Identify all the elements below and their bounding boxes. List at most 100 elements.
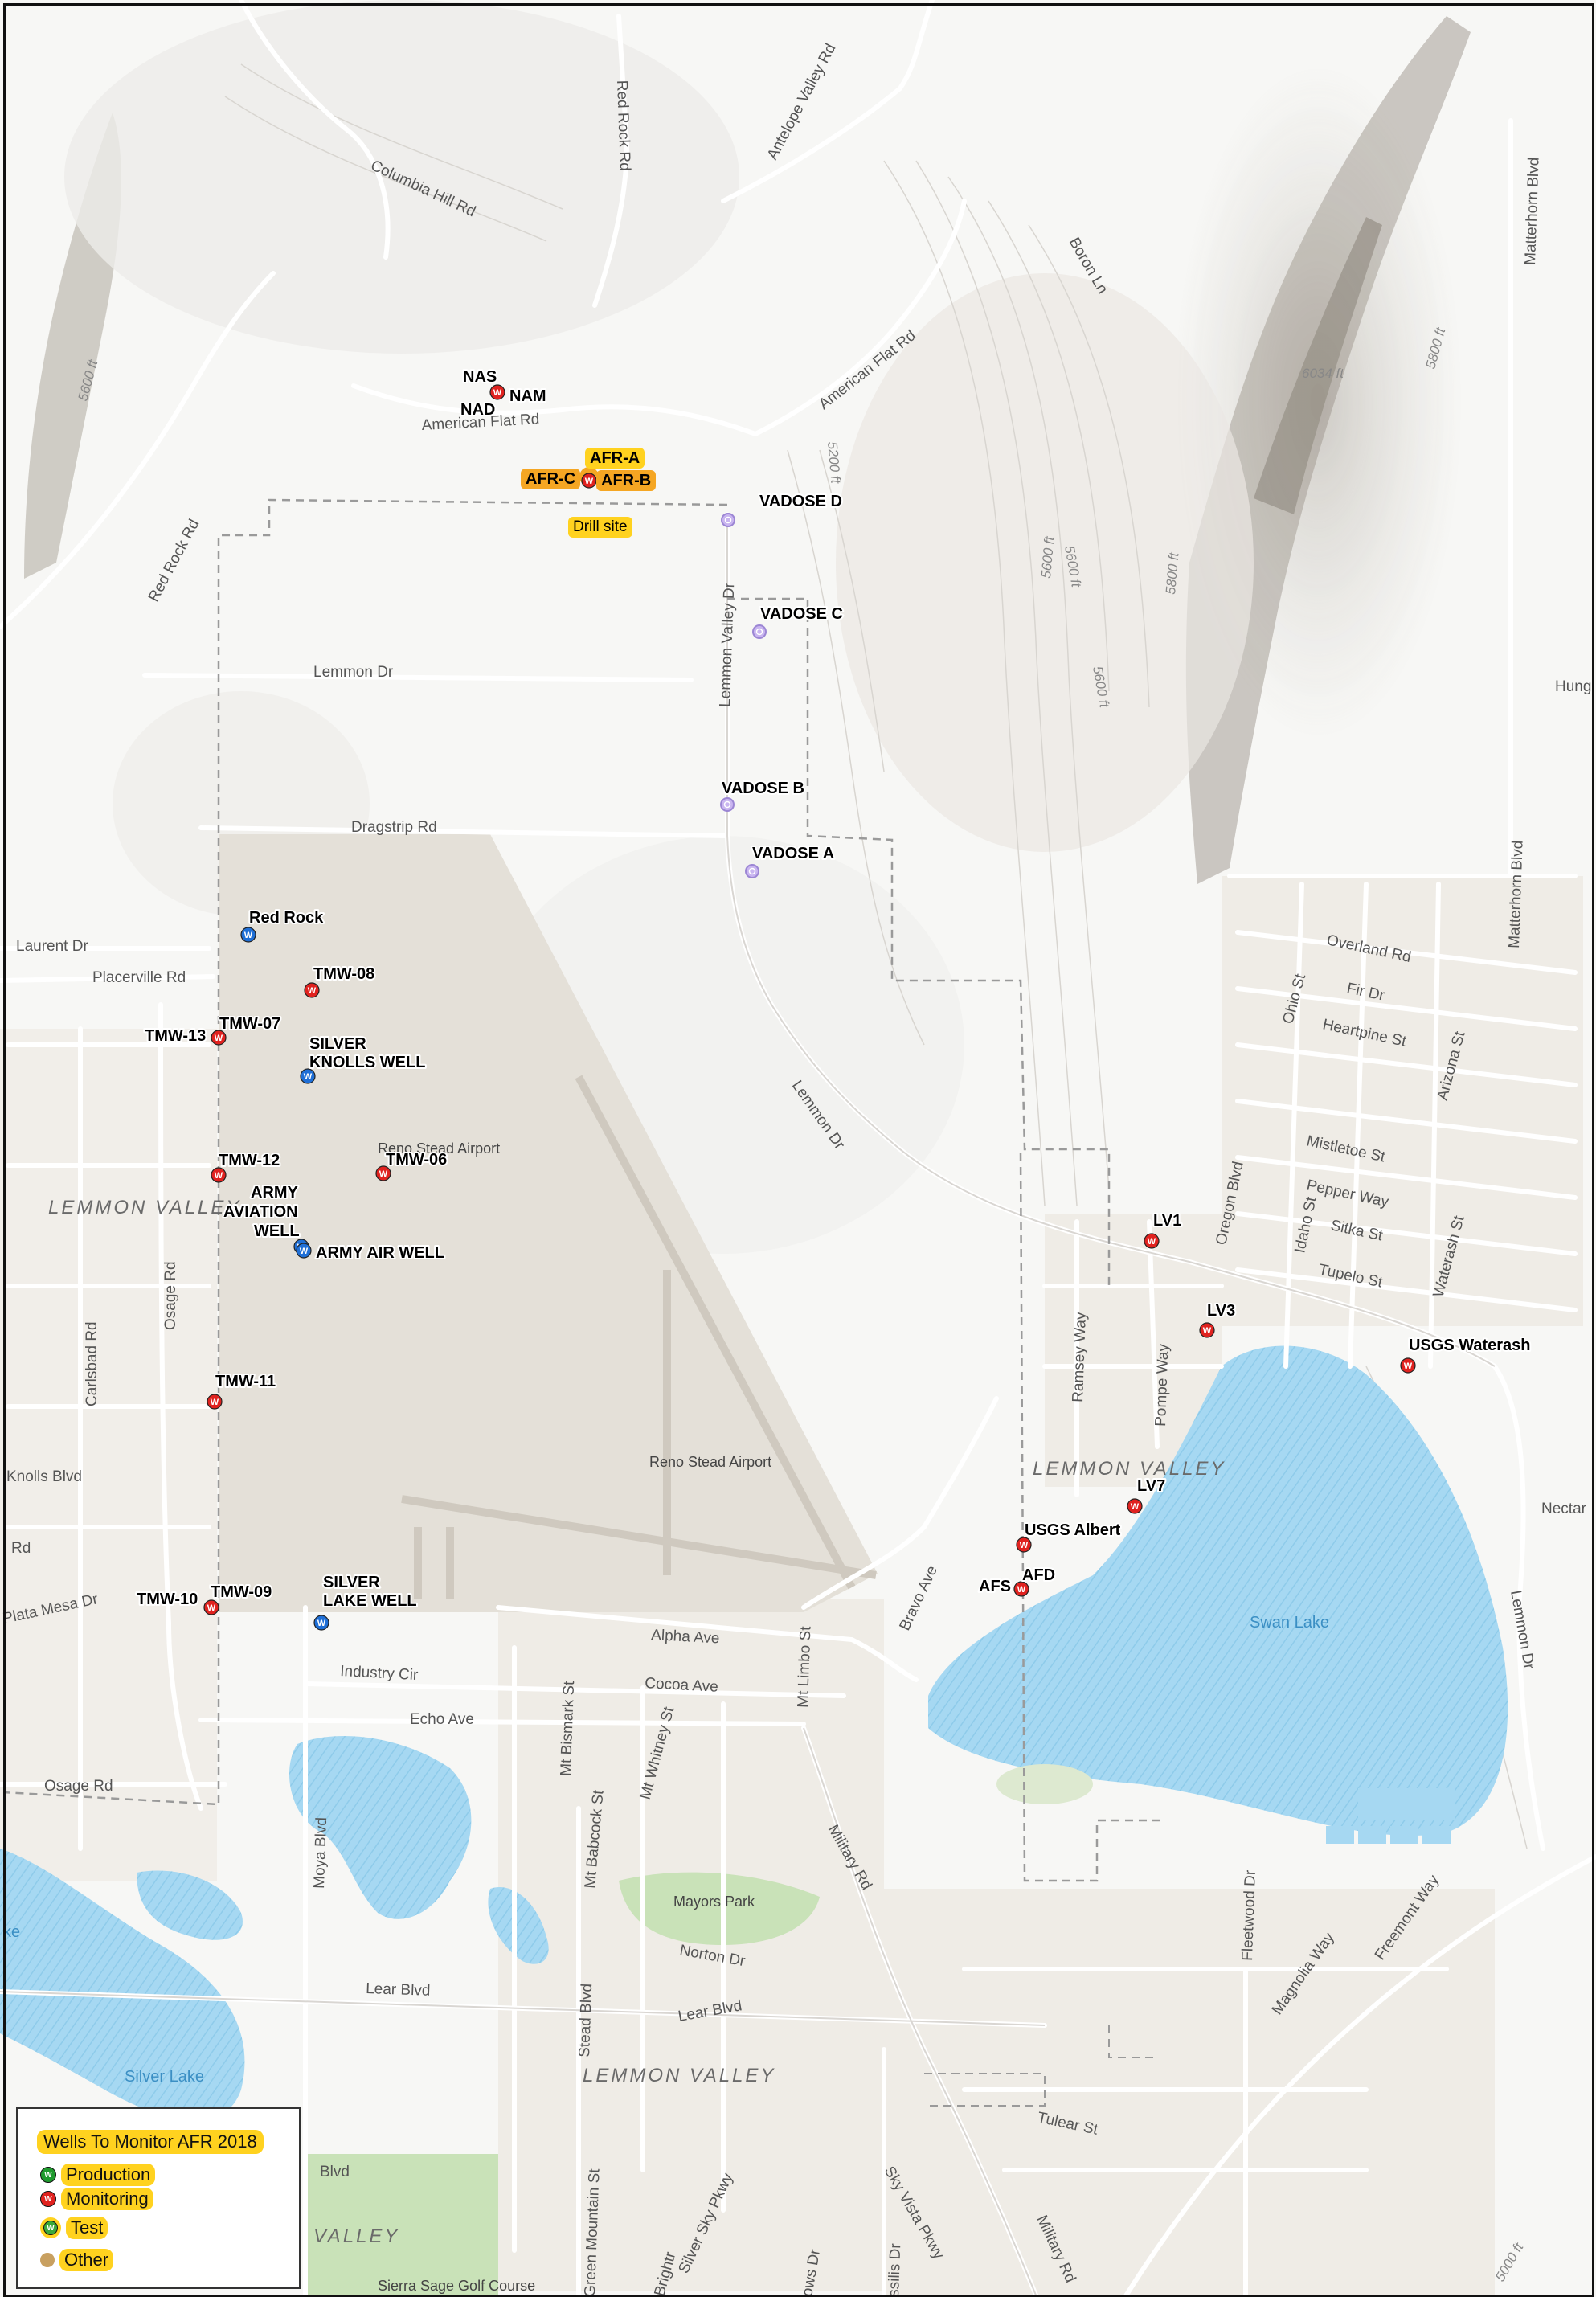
street-label: Osage Rd <box>44 1778 113 1795</box>
major-roads <box>0 514 1496 2297</box>
poi-label-golf: Sierra Sage Golf Course <box>378 2278 535 2294</box>
poi-label-park: Mayors Park <box>673 1894 755 1910</box>
test-well-icon: W <box>40 2217 61 2238</box>
street-label: Alpha Ave <box>651 1627 720 1647</box>
street-label: Mt Bismark St <box>558 1681 578 1777</box>
monitoring-well-icon[interactable]: W <box>1400 1357 1416 1374</box>
street-label: Echo Ave <box>410 1711 474 1728</box>
svg-text:W: W <box>308 986 317 996</box>
well-label-army-3: WELL <box>254 1222 300 1240</box>
airport-area <box>219 834 878 1612</box>
drill-site-label: Drill site <box>568 517 632 538</box>
water-label-edge: ke <box>3 1923 20 1941</box>
well-label-tmw-09: TMW-09 <box>211 1583 272 1601</box>
svg-text:W: W <box>379 1169 388 1179</box>
svg-text:W: W <box>207 1603 216 1613</box>
legend-item-other: Other <box>40 2249 114 2271</box>
svg-text:W: W <box>211 1398 219 1407</box>
street-label: Lear Blvd <box>366 1980 431 2000</box>
monitoring-well-icon[interactable]: W <box>579 467 599 489</box>
legend-item-monitoring: W Monitoring <box>40 2188 153 2210</box>
map-legend: Wells To Monitor AFR 2018 W Production W… <box>16 2107 301 2289</box>
legend-label: Monitoring <box>61 2188 153 2210</box>
monitoring-well-icon[interactable]: W <box>489 384 505 400</box>
production-well-icon: W <box>40 2167 56 2183</box>
well-label-afs: AFS <box>979 1578 1011 1595</box>
other-well-icon[interactable] <box>745 864 759 878</box>
well-label-afr-b: AFR-B <box>596 470 657 491</box>
production-well-icon[interactable]: W <box>313 1615 329 1631</box>
street-label: Matterhorn Blvd <box>1506 840 1527 948</box>
swan-lake <box>928 1345 1508 1836</box>
svg-text:W: W <box>1148 1237 1156 1247</box>
pond-b <box>137 1870 243 1940</box>
well-label-vadose-d: VADOSE D <box>759 493 842 510</box>
production-well-icon[interactable]: W <box>240 927 256 943</box>
well-label-vadose-c: VADOSE C <box>760 605 843 623</box>
street-label: Placerville Rd <box>92 969 186 986</box>
street-label: Carlsbad Rd <box>84 1321 100 1406</box>
other-well-icon[interactable] <box>752 624 767 639</box>
street-label: Industry Cir <box>340 1663 419 1684</box>
well-label-vadose-a: VADOSE A <box>752 845 834 862</box>
area-label: LEMMON VALLEY <box>583 2065 775 2086</box>
well-label-afr-c: AFR-C <box>521 469 581 489</box>
production-well-icon[interactable]: W <box>296 1243 312 1259</box>
area-label: LEMMON VALLEY <box>48 1197 241 1218</box>
street-label: Moya Blvd <box>311 1817 330 1889</box>
poi-label-airport: Reno Stead Airport <box>378 1140 500 1157</box>
svg-text:W: W <box>1017 1585 1026 1595</box>
monitoring-well-icon[interactable]: W <box>203 1599 219 1615</box>
street-label: Nectar <box>1541 1501 1587 1517</box>
poi-label-airport: Reno Stead Airport <box>649 1454 771 1470</box>
svg-text:W: W <box>1131 1502 1140 1512</box>
monitoring-well-icon[interactable]: W <box>1013 1581 1029 1597</box>
monitoring-well-icon[interactable]: W <box>207 1394 223 1410</box>
legend-title: Wells To Monitor AFR 2018 <box>37 2130 264 2154</box>
svg-text:W: W <box>1404 1361 1413 1371</box>
other-well-icon[interactable] <box>720 797 735 812</box>
street-label: Rd <box>11 1540 31 1557</box>
pond-a <box>289 1736 472 1919</box>
mayors-park <box>619 1872 820 1945</box>
well-label-usgs-waterash: USGS Waterash <box>1409 1337 1531 1354</box>
elevation-label: 5600 ft <box>1038 535 1058 579</box>
well-label-silver-knolls-2: KNOLLS WELL <box>309 1054 425 1071</box>
well-label-usgs-albert: USGS Albert <box>1025 1521 1121 1539</box>
well-label-vadose-b: VADOSE B <box>722 780 804 797</box>
street-label: Laurent Dr <box>16 938 88 955</box>
monitoring-well-icon[interactable]: W <box>304 982 320 998</box>
other-well-icon[interactable] <box>721 513 735 527</box>
well-label-tmw-06: TMW-06 <box>386 1151 447 1169</box>
svg-text:W: W <box>300 1247 309 1256</box>
well-label-silver-knolls-1: SILVER <box>309 1035 366 1053</box>
svg-text:W: W <box>1020 1541 1029 1550</box>
street-label: Lemmon Dr <box>313 664 394 681</box>
well-label-tmw-08: TMW-08 <box>313 965 374 983</box>
street-label: Cocoa Ave <box>645 1675 719 1696</box>
legend-item-test: W Test <box>40 2217 108 2239</box>
monitoring-well-icon[interactable]: W <box>1144 1233 1160 1249</box>
well-label-afd: AFD <box>1022 1566 1055 1584</box>
monitoring-well-icon[interactable]: W <box>211 1167 227 1183</box>
street-label: Red Rock Rd <box>613 80 633 171</box>
street-label: Blvd <box>320 2164 350 2180</box>
well-label-tmw-07: TMW-07 <box>219 1015 280 1033</box>
well-labels: NAS NAM NAD VADOSE D VADOSE C VADOSE B V… <box>135 366 1533 1611</box>
well-markers[interactable]: WWWWWWWWWWWWWWWWWWW <box>203 384 1416 1631</box>
monitoring-well-icon[interactable]: W <box>375 1165 391 1181</box>
monitoring-well-icon[interactable]: W <box>1199 1322 1215 1338</box>
well-label-nad: NAD <box>460 401 495 419</box>
monitoring-well-icon[interactable]: W <box>1127 1498 1143 1514</box>
well-label-tmw-13: TMW-13 <box>145 1027 206 1045</box>
well-label-afr-a: AFR-A <box>585 448 645 469</box>
monitoring-well-icon[interactable]: W <box>1016 1537 1032 1553</box>
monitoring-well-icon[interactable]: W <box>211 1030 227 1046</box>
well-label-army-2: AVIATION <box>223 1203 298 1221</box>
study-boundary <box>2 498 1165 1882</box>
well-label-army-air-well: ARMY AIR WELL <box>316 1244 444 1262</box>
production-well-icon[interactable]: W <box>300 1068 316 1084</box>
runways <box>401 1075 877 1599</box>
